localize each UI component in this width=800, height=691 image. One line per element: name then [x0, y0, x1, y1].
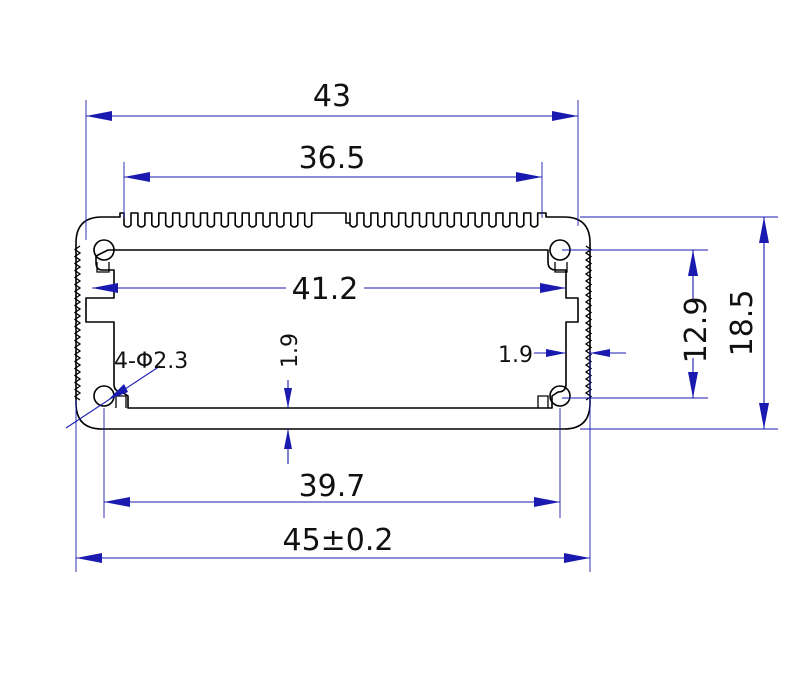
dimension-lines [65, 111, 769, 563]
screw-hole-bottom-right [549, 385, 571, 407]
slot-right-top [554, 262, 568, 273]
screw-hole-top-left [93, 239, 115, 261]
dimension-labels: 43 36.5 41.2 4-Φ2.3 1.9 1.9 39.7 45±0.2 … [114, 79, 760, 558]
enclosure-profile [73, 212, 593, 430]
slot-left-top [96, 262, 110, 273]
label-overall-height: 18.5 [725, 290, 760, 357]
left-side-serration [73, 245, 82, 401]
label-wall-side: 1.9 [498, 343, 533, 368]
right-side-serration [584, 245, 593, 401]
label-fin-span: 36.5 [299, 141, 366, 176]
extension-lines [75, 100, 778, 572]
label-wall-bottom: 1.9 [278, 333, 303, 368]
label-overall-width: 45±0.2 [282, 523, 393, 558]
label-hole-callout: 4-Φ2.3 [114, 349, 188, 374]
outer-outline [75, 212, 591, 430]
label-top-width: 43 [313, 79, 351, 114]
label-hole-spacing: 12.9 [679, 297, 714, 364]
label-inner-width: 41.2 [292, 272, 359, 307]
slot-left-bottom [115, 395, 127, 408]
slot-right-bottom [537, 395, 549, 408]
label-bottom-inner: 39.7 [299, 469, 366, 504]
